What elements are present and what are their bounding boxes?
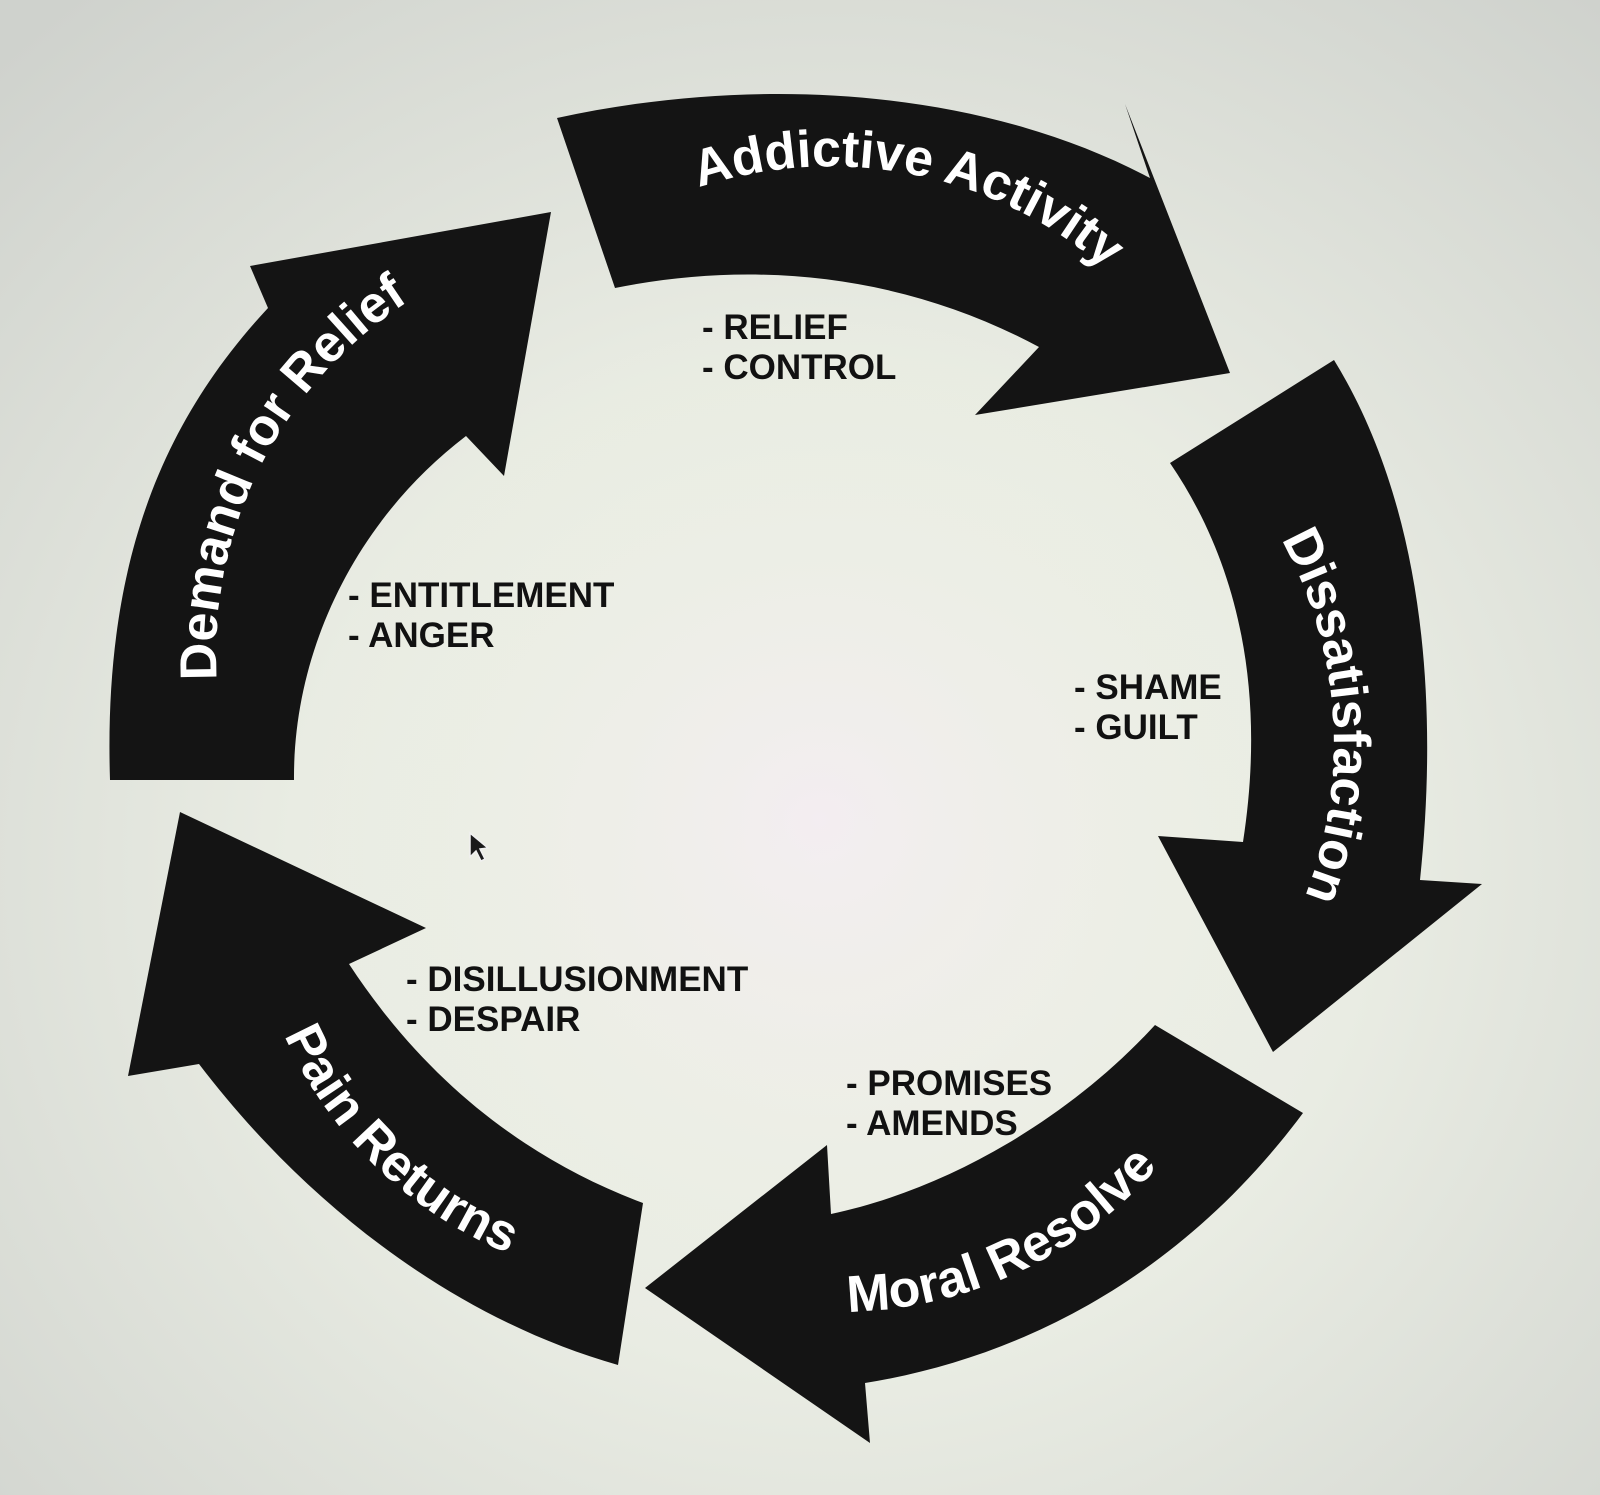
- arrow-dissatisfaction: [1158, 360, 1482, 1052]
- arrow-addictive-activity: [557, 93, 1230, 416]
- arrows: [109, 93, 1482, 1443]
- note-guilt: - GUILT: [1074, 708, 1198, 747]
- notes-dissatisfaction: - SHAME - GUILT: [1074, 668, 1222, 748]
- note-despair: - DESPAIR: [406, 1000, 581, 1039]
- screen-sheen: [300, 300, 1340, 1340]
- note-shame: - SHAME: [1074, 668, 1222, 707]
- arrow-moral-resolve: [645, 1025, 1303, 1443]
- note-amends: - AMENDS: [846, 1104, 1018, 1143]
- mouse-cursor-icon: [469, 831, 490, 863]
- note-control: - CONTROL: [702, 348, 897, 387]
- notes-addictive-activity: - RELIEF - CONTROL: [702, 308, 896, 388]
- note-promises: - PROMISES: [846, 1064, 1053, 1103]
- arrow-pain-returns: [128, 812, 643, 1365]
- notes-moral-resolve: - PROMISES - AMENDS: [846, 1064, 1052, 1144]
- notes-pain-returns: - DISILLUSIONMENT - DESPAIR: [406, 960, 748, 1040]
- note-entitlement: - ENTITLEMENT: [348, 576, 615, 615]
- note-disillusionment: - DISILLUSIONMENT: [406, 960, 749, 999]
- arrow-demand-for-relief: [109, 212, 551, 780]
- note-relief: - RELIEF: [702, 308, 848, 347]
- notes-demand-for-relief: - ENTITLEMENT - ANGER: [348, 576, 614, 656]
- note-anger: - ANGER: [348, 616, 495, 655]
